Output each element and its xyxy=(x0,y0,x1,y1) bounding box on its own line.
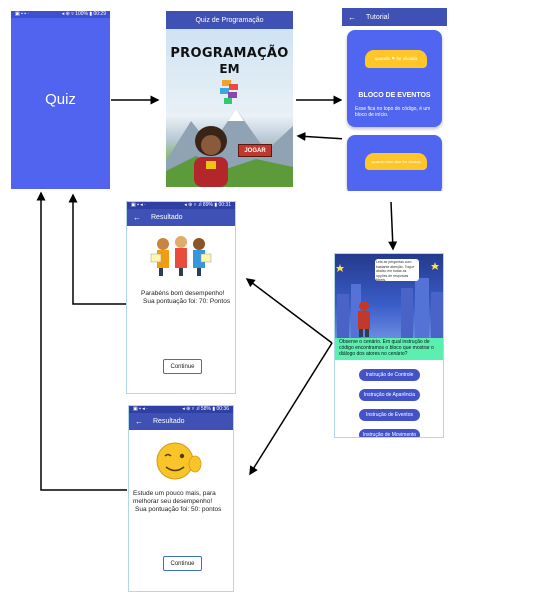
speech-bubble: Leia as perguntas com bastante atenção. … xyxy=(375,259,419,281)
option-button[interactable]: Instrução de Movimento xyxy=(359,429,420,437)
status-icons-left: ▣ ▪ ◂ · xyxy=(133,406,148,412)
status-icons-left: ▣ ▪ ▪ · xyxy=(15,11,30,17)
kids-illustration xyxy=(150,236,212,276)
event-block-text: quando ⚑ for clicado xyxy=(374,56,418,61)
city-scene-illustration xyxy=(336,262,443,338)
app-bar: ← Tutorial xyxy=(342,8,447,26)
screen-tutorial: ← Tutorial quando ⚑ for clicado BLOCO DE… xyxy=(342,8,447,191)
arrow-tutorial-to-question xyxy=(388,201,398,251)
card-title: BLOCO DE EVENTOS xyxy=(358,92,431,99)
result-score: Sua pontuação foi: 70: Pontos xyxy=(143,298,231,305)
app-bar: ← Resultado xyxy=(129,413,233,430)
start-button[interactable]: JOGAR xyxy=(238,144,272,157)
arrow-question-to-bad xyxy=(249,342,333,476)
option-button[interactable]: Instrução de Eventos xyxy=(359,409,420,421)
wink-emoji-icon xyxy=(156,442,202,480)
logo-line2: EM xyxy=(219,62,240,76)
status-bar: ▣ ▪ ◂ · ◂ ⊕ ▿ .ıl 89% ▮ 00:31 xyxy=(127,202,235,209)
back-arrow-icon[interactable]: ← xyxy=(348,12,356,22)
screen-home: Quiz de Programação PROGRAMAÇÃO EM JOGAR xyxy=(166,11,293,187)
event-block: quando ⚑ for clicado xyxy=(365,50,427,68)
arrow-tutorial-to-home xyxy=(296,131,347,141)
tutorial-card-events[interactable]: quando ⚑ for clicado BLOCO DE EVENTOS Es… xyxy=(347,30,442,127)
actor-block-text: quando este ator for clicado xyxy=(371,159,421,164)
status-icons-right: ◂ ⊕ ▿ .ıl 58% ▮ 00:36 xyxy=(182,406,229,412)
card-body: Esse fica no topo do código, é um bloco … xyxy=(355,106,431,118)
app-bar-title: Tutorial xyxy=(366,13,390,21)
status-bar: ▣ ▪ ▪ · ◂ ⊕ ▿ 100% ▮ 00:29 xyxy=(11,11,110,18)
status-icons-right: ◂ ⊕ ▿ .ıl 89% ▮ 00:31 xyxy=(184,202,231,208)
question-text: Observe o cenário. Em qual instrução de … xyxy=(339,339,434,357)
arrow-question-to-good xyxy=(245,278,333,344)
result-message: Parabéns bom desempenho! xyxy=(141,290,225,297)
app-bar-title: Quiz de Programação xyxy=(195,16,264,24)
back-arrow-icon[interactable]: ← xyxy=(133,213,141,222)
arrow-good-to-quiz xyxy=(68,193,127,305)
back-arrow-icon[interactable]: ← xyxy=(135,417,143,426)
character-illustration xyxy=(194,126,228,187)
tutorial-card-actor[interactable]: quando este ator for clicado xyxy=(347,135,442,191)
app-bar-title: Resultado xyxy=(153,418,185,425)
actor-block: quando este ator for clicado xyxy=(365,153,427,170)
screen-question: Leia as perguntas com bastante atenção. … xyxy=(334,253,444,438)
app-bar-title: Resultado xyxy=(151,214,183,221)
app-bar: ← Resultado xyxy=(127,209,235,226)
status-bar: ▣ ▪ ◂ · ◂ ⊕ ▿ .ıl 58% ▮ 00:36 xyxy=(129,406,233,413)
screen-quiz: ▣ ▪ ▪ · ◂ ⊕ ▿ 100% ▮ 00:29 Quiz xyxy=(11,11,110,189)
continue-button[interactable]: Continue xyxy=(163,359,202,374)
blocks-icon xyxy=(220,80,238,104)
quiz-title[interactable]: Quiz xyxy=(45,91,76,108)
status-icons-right: ◂ ⊕ ▿ 100% ▮ 00:29 xyxy=(61,11,106,17)
app-bar: Quiz de Programação xyxy=(166,11,293,29)
status-icons-left: ▣ ▪ ◂ · xyxy=(131,202,146,208)
result-score: Sua pontuação foi: 50: pontos xyxy=(135,506,222,513)
option-button[interactable]: Instrução de Controle xyxy=(359,369,420,381)
screen-result-bad: ▣ ▪ ◂ · ◂ ⊕ ▿ .ıl 58% ▮ 00:36 ← Resultad… xyxy=(128,405,234,592)
screen-result-good: ▣ ▪ ◂ · ◂ ⊕ ▿ .ıl 89% ▮ 00:31 ← Resultad… xyxy=(126,201,236,394)
logo-line1: PROGRAMAÇÃO xyxy=(170,46,289,61)
question-panel: Observe o cenário. Em qual instrução de … xyxy=(335,338,443,360)
result-message: Estude um pouco mais, para melhorar seu … xyxy=(133,490,216,505)
continue-button[interactable]: Continue xyxy=(163,556,202,571)
arrow-bad-to-quiz xyxy=(36,191,127,491)
option-button[interactable]: Instrução de Aparência xyxy=(359,389,420,401)
